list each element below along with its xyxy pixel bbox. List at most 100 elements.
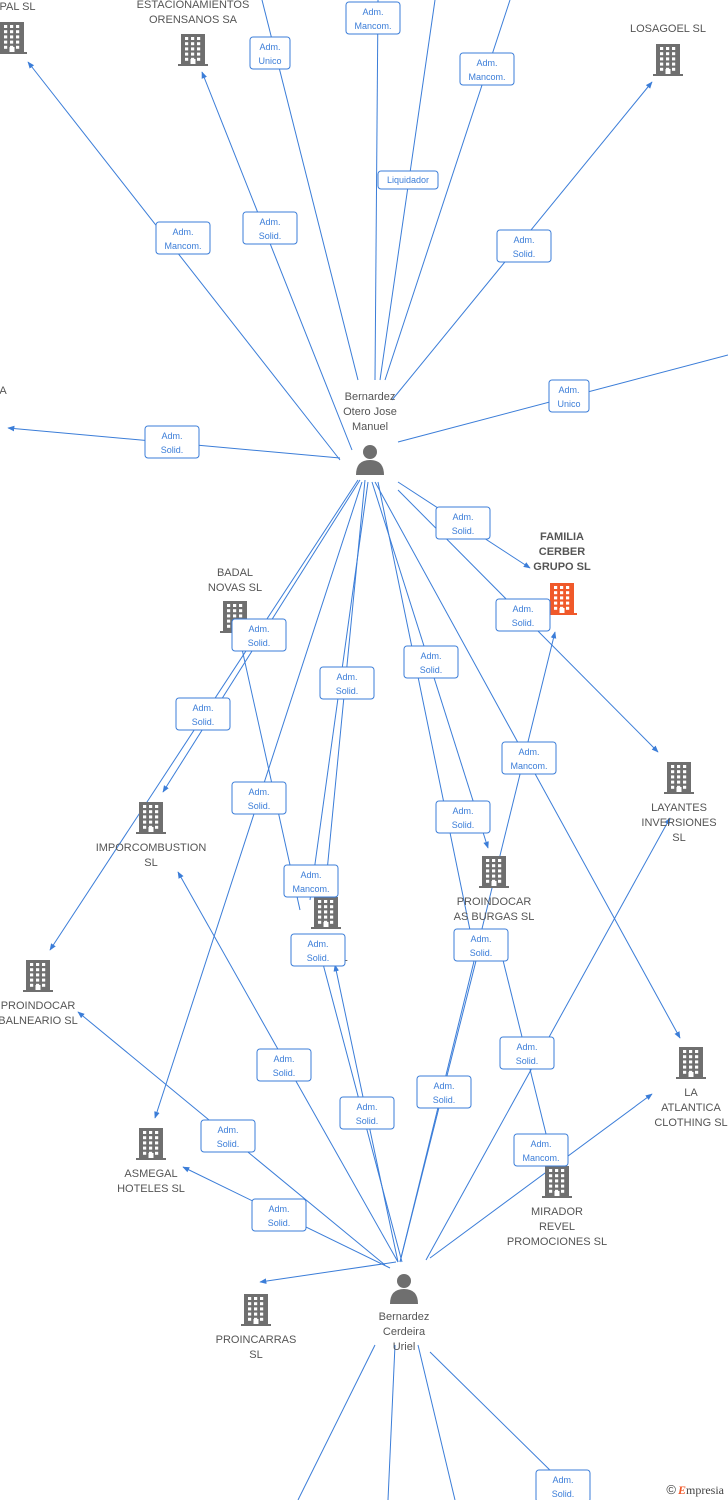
role-label[interactable]: Adm.Solid. bbox=[231, 618, 287, 652]
role-label[interactable]: Adm.Mancom. bbox=[459, 52, 515, 86]
role-text: Adm.Solid. bbox=[512, 604, 535, 628]
brand-initial: E bbox=[677, 1483, 686, 1497]
role-label[interactable]: Adm.Solid. bbox=[175, 697, 231, 731]
building-icon bbox=[178, 34, 208, 66]
role-text: Adm.Solid. bbox=[248, 624, 271, 648]
building-icon bbox=[479, 856, 509, 888]
company-node-a[interactable]: A bbox=[0, 385, 7, 397]
role-label[interactable]: Adm.Unico bbox=[548, 379, 590, 413]
role-label[interactable]: Adm.Solid. bbox=[319, 666, 375, 700]
role-text: Adm.Solid. bbox=[259, 217, 282, 241]
role-label[interactable]: Adm.Unico bbox=[249, 36, 291, 70]
role-text: Adm.Solid. bbox=[273, 1054, 296, 1078]
role-label[interactable]: Adm.Solid. bbox=[339, 1096, 395, 1130]
role-text: Liquidador bbox=[387, 175, 429, 185]
role-text: Adm.Solid. bbox=[268, 1204, 291, 1228]
role-text: Adm.Solid. bbox=[356, 1102, 379, 1126]
role-text: Adm.Solid. bbox=[192, 703, 215, 727]
role-label[interactable]: Adm.Mancom. bbox=[283, 864, 339, 898]
edge-line bbox=[377, 481, 471, 931]
role-label[interactable]: Adm.Solid. bbox=[435, 800, 491, 834]
role-label[interactable]: Adm.Solid. bbox=[403, 645, 459, 679]
edge-line bbox=[417, 1344, 456, 1500]
company-node-losagoel[interactable]: LOSAGOEL SL bbox=[630, 23, 706, 76]
building-icon bbox=[241, 1294, 271, 1326]
role-label[interactable]: Adm.Solid. bbox=[453, 928, 509, 962]
role-text: Adm.Solid. bbox=[452, 512, 475, 536]
person-icon bbox=[390, 1274, 418, 1304]
role-text: Adm.Solid. bbox=[248, 787, 271, 811]
edges bbox=[7, 0, 728, 1500]
company-name: A bbox=[0, 385, 7, 397]
role-label[interactable]: Adm.Solid. bbox=[435, 506, 491, 540]
edge-line bbox=[379, 0, 436, 381]
role-label[interactable]: Adm.Solid. bbox=[144, 425, 200, 459]
person-icon bbox=[356, 445, 384, 475]
building-icon bbox=[676, 1047, 706, 1079]
role-text: Adm.Solid. bbox=[516, 1042, 539, 1066]
copyright-footer: ©Empresia bbox=[666, 1482, 724, 1498]
edge-line bbox=[429, 1351, 561, 1481]
edge-line bbox=[429, 1093, 653, 1259]
edge-line bbox=[297, 1344, 376, 1500]
role-label[interactable]: Adm.Solid. bbox=[251, 1198, 307, 1232]
role-text: Adm.Mancom. bbox=[522, 1139, 559, 1163]
role-text: Adm.Mancom. bbox=[354, 7, 391, 31]
building-icon bbox=[653, 44, 683, 76]
building-icon bbox=[136, 1128, 166, 1160]
role-label[interactable]: Adm.Mancom. bbox=[501, 741, 557, 775]
company-node-cipal[interactable]: CIPAL SL bbox=[0, 1, 36, 54]
role-label[interactable]: Adm.Solid. bbox=[495, 598, 551, 632]
role-label[interactable]: Adm.Solid. bbox=[242, 211, 298, 245]
role-text: Adm.Solid. bbox=[513, 235, 536, 259]
role-text: Adm.Mancom. bbox=[164, 227, 201, 251]
role-text: Adm.Solid. bbox=[336, 672, 359, 696]
edge-line bbox=[201, 71, 353, 451]
role-text: Adm.Solid. bbox=[433, 1081, 456, 1105]
role-label[interactable]: Adm.Solid. bbox=[231, 781, 287, 815]
building-icon bbox=[311, 897, 341, 929]
role-label[interactable]: Adm.Solid. bbox=[256, 1048, 312, 1082]
role-label[interactable]: Adm.Mancom. bbox=[155, 221, 211, 255]
role-text: Adm.Solid. bbox=[161, 431, 184, 455]
role-label[interactable]: Adm.Solid. bbox=[416, 1075, 472, 1109]
role-label[interactable]: Adm.Mancom. bbox=[513, 1133, 569, 1167]
role-text: Adm.Solid. bbox=[552, 1475, 575, 1499]
role-label[interactable]: Adm.Solid. bbox=[535, 1469, 591, 1500]
role-text: Adm.Solid. bbox=[217, 1125, 240, 1149]
role-text: Adm.Solid. bbox=[452, 806, 475, 830]
role-text: Adm.Mancom. bbox=[468, 58, 505, 82]
edge-line bbox=[387, 1344, 396, 1500]
edge-line bbox=[374, 0, 379, 381]
role-label[interactable]: Adm.Mancom. bbox=[345, 1, 401, 35]
role-label[interactable]: Liquidador bbox=[377, 170, 439, 190]
role-label[interactable]: Adm.Solid. bbox=[200, 1119, 256, 1153]
role-label[interactable]: Adm.Solid. bbox=[290, 933, 346, 967]
role-label[interactable]: Adm.Solid. bbox=[496, 229, 552, 263]
role-label[interactable]: Adm.Solid. bbox=[499, 1036, 555, 1070]
role-text: Adm.Mancom. bbox=[292, 870, 329, 894]
